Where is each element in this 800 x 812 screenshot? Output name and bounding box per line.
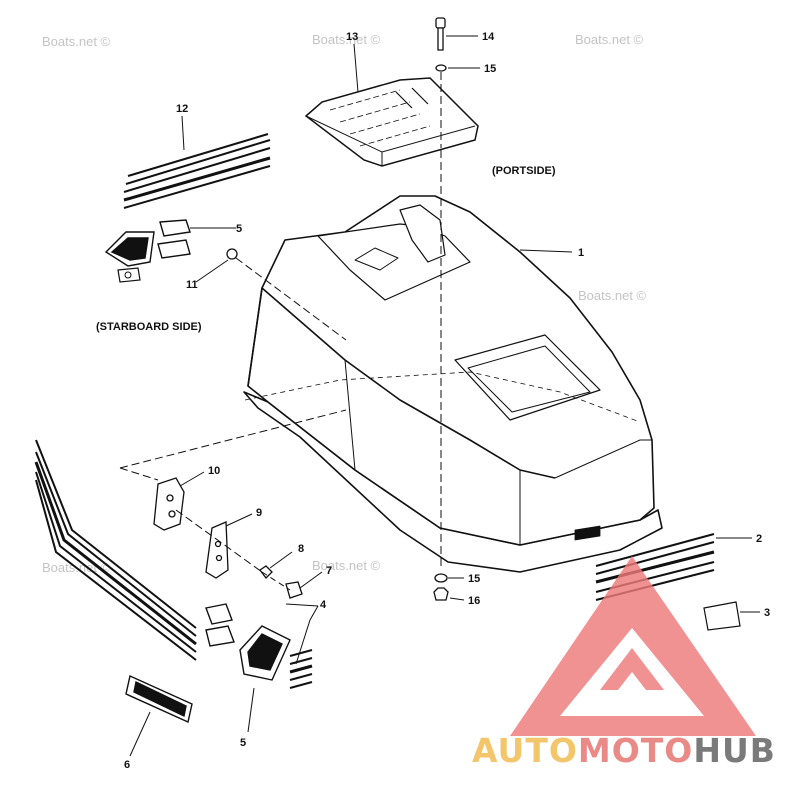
callout-14: 14 [482,31,495,43]
screw-11 [226,248,347,341]
callout-5-top: 5 [236,223,242,235]
callout-13: 13 [346,31,358,43]
callout-3: 3 [764,607,770,619]
callout-7: 7 [326,565,332,577]
brand-auto: AUTO [472,731,578,770]
watermark-1: Boats.net © [42,34,111,49]
callout-12: 12 [176,103,188,115]
logo-inner-mark [600,648,664,690]
decal-strips-12 [123,133,271,209]
leader-lines [129,35,760,757]
decals-5-bottom [205,603,291,681]
callout-15-top: 15 [484,63,496,75]
top-bolt-and-washers [433,17,449,601]
decal-3 [703,601,741,631]
starboard-side-label: (STARBOARD SIDE) [96,321,202,333]
watermark-5: Boats.net © [578,288,647,303]
callout-5-bottom: 5 [240,737,246,749]
callout-6: 6 [124,759,130,771]
watermark-7: Boats.net © [312,558,381,573]
callout-2: 2 [756,533,762,545]
callout-8: 8 [298,543,304,555]
top-cover-plate [304,77,479,167]
decal-strips-4 [34,439,313,689]
portside-label: (PORTSIDE) [492,165,556,177]
callout-11: 11 [186,279,198,291]
automotohub-logo: AUTOMOTOHUB [472,556,776,770]
emblem-6 [125,675,193,723]
watermark-2: Boats.net © [312,32,381,47]
callout-9: 9 [256,507,262,519]
callout-1: 1 [578,247,584,259]
callout-numbers: 1 2 3 4 5 5 6 7 8 9 10 11 12 13 14 15 15… [124,31,770,771]
callout-16: 16 [468,595,480,607]
brand-hub: HUB [693,731,776,770]
brand-wordmark: AUTOMOTOHUB [472,731,776,770]
engine-cowl [243,195,663,573]
callout-4: 4 [320,599,327,611]
watermark-3: Boats.net © [575,32,644,47]
callout-15-bottom: 15 [468,573,480,585]
brand-moto: MOTO [578,731,693,770]
callout-10: 10 [208,465,220,477]
mounting-hardware [119,409,347,599]
logo-triangle-icon [510,556,756,736]
decals-5-top [104,219,191,283]
